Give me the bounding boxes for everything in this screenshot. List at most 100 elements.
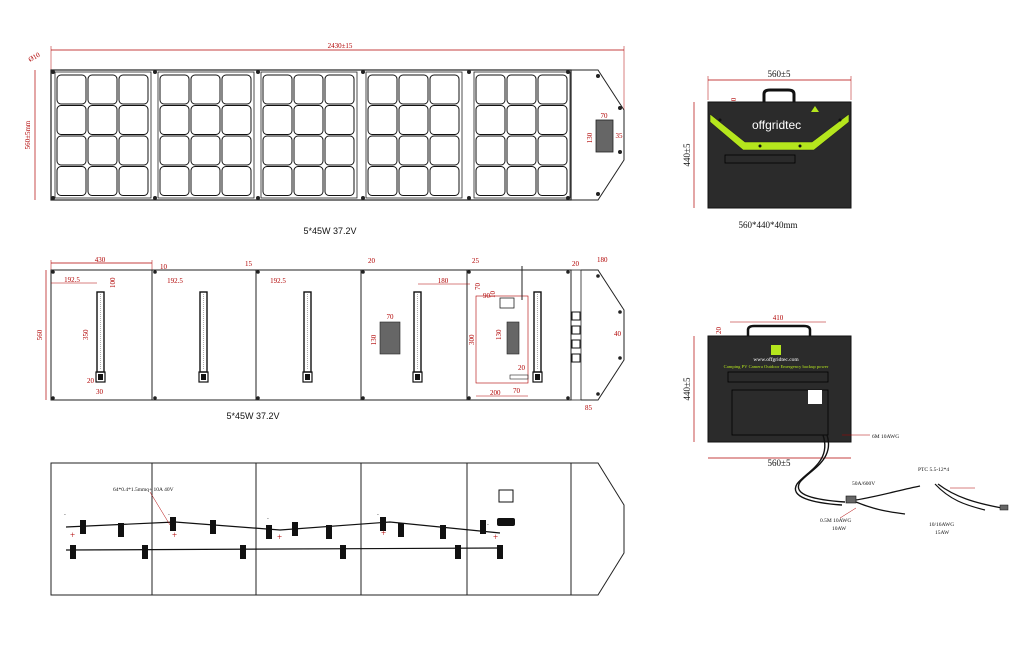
pocket-w-dim: 70 bbox=[387, 313, 395, 321]
overall-height-dim: 560±5mm bbox=[24, 120, 32, 149]
diode-block bbox=[455, 545, 461, 559]
solar-cell bbox=[118, 135, 149, 166]
solar-cell bbox=[475, 135, 506, 166]
strap-buckle bbox=[302, 371, 313, 383]
solar-cell bbox=[537, 74, 568, 105]
back-grommet bbox=[467, 270, 471, 274]
plus-mark: + bbox=[172, 530, 177, 540]
diode-block bbox=[80, 520, 86, 534]
solar-cell bbox=[190, 135, 221, 166]
gap-dim-1: 10 bbox=[160, 263, 168, 271]
hinge-buckle bbox=[571, 353, 581, 363]
solar-module bbox=[54, 71, 152, 199]
solar-cell bbox=[87, 74, 118, 105]
buckle-h-dim: 20 bbox=[87, 377, 95, 385]
solar-cell bbox=[118, 166, 149, 196]
wiring-dividers bbox=[151, 463, 468, 595]
cable-clip bbox=[509, 374, 529, 380]
solar-cell bbox=[475, 166, 506, 196]
solar-cell bbox=[190, 74, 221, 105]
solar-cell bbox=[537, 135, 568, 166]
adapter-length-label: 15AW bbox=[935, 530, 950, 536]
solar-cell bbox=[293, 135, 324, 166]
wire-spec-label: 64*0.4*1.5mmq+ 10A 40V bbox=[113, 487, 174, 493]
solar-cell bbox=[190, 166, 221, 196]
bag-size-caption: 560*440*40mm bbox=[738, 220, 797, 230]
solar-cell bbox=[475, 105, 506, 135]
buckle-clip bbox=[98, 374, 103, 380]
strap-offset-dim-3: 192.5 bbox=[270, 277, 286, 285]
mc4-connector bbox=[845, 495, 857, 504]
solar-cell bbox=[506, 166, 537, 196]
bag-back-slogan: Camping PV Camera Outdoor Emergency back… bbox=[724, 364, 829, 369]
bypass-diodes bbox=[70, 517, 503, 559]
bag-back-logo bbox=[771, 345, 781, 355]
minus-mark: - bbox=[168, 512, 170, 518]
diode-block bbox=[480, 520, 486, 534]
grommet bbox=[618, 150, 622, 154]
grommet bbox=[596, 192, 600, 196]
solar-cell bbox=[159, 135, 190, 166]
solar-cell bbox=[506, 74, 537, 105]
solar-cell bbox=[367, 105, 398, 135]
back-grommet bbox=[361, 270, 365, 274]
solar-cell bbox=[56, 166, 87, 196]
back-grommet bbox=[618, 310, 622, 314]
hinge-buckle bbox=[571, 339, 581, 349]
main-cable bbox=[797, 434, 846, 503]
solar-cell bbox=[398, 105, 429, 135]
flap-bottom-dim: 85 bbox=[585, 404, 593, 412]
strap-buckle bbox=[532, 371, 543, 383]
solar-cell bbox=[221, 135, 252, 166]
mid-h-dim: 130 bbox=[495, 329, 503, 340]
plus-mark: + bbox=[381, 528, 386, 538]
wiring-view: -----+++++ 64*0.4*1.5mmq+ 10A 40V bbox=[50, 462, 625, 596]
bag-back-width-dim: 560±5 bbox=[768, 458, 791, 468]
bag-back-label-patch bbox=[808, 390, 822, 404]
solar-module bbox=[157, 71, 255, 199]
back-grommet bbox=[618, 356, 622, 360]
hole-dim: Ø10 bbox=[27, 51, 42, 64]
strap-len-dim: 350 bbox=[82, 329, 90, 340]
grommet bbox=[566, 70, 570, 74]
panel-dividers bbox=[151, 270, 468, 400]
grommet bbox=[256, 70, 260, 74]
output-connector bbox=[497, 518, 515, 526]
grommet bbox=[566, 196, 570, 200]
bag-back-strap bbox=[727, 371, 829, 383]
box-w-dim: 200 bbox=[490, 389, 501, 397]
back-grommet bbox=[256, 270, 260, 274]
bottom-return-wire bbox=[65, 547, 501, 551]
solar-cell bbox=[262, 105, 293, 135]
adapter-label: PTC 5.5-12*4 bbox=[918, 467, 949, 473]
bag-handle bbox=[762, 88, 796, 102]
solar-module bbox=[365, 71, 463, 199]
controller-w-dim: 180 bbox=[438, 277, 449, 285]
panel-outline bbox=[50, 69, 572, 201]
back-grommet bbox=[51, 270, 55, 274]
hinge-buckles bbox=[571, 311, 581, 363]
solar-cell bbox=[293, 74, 324, 105]
diode-block bbox=[210, 520, 216, 534]
diode-block bbox=[497, 545, 503, 559]
bag-front-height-dim: 440±5 bbox=[682, 143, 692, 166]
connector-rating-label: 50A/600V bbox=[852, 481, 875, 487]
plus-mark: + bbox=[70, 530, 75, 540]
solar-cell bbox=[475, 74, 506, 105]
diode-block bbox=[340, 545, 346, 559]
gap-dim-5: 20 bbox=[572, 260, 580, 268]
gap-dim-2: 15 bbox=[245, 260, 253, 268]
solar-cell bbox=[367, 74, 398, 105]
solar-cell bbox=[159, 166, 190, 196]
strap-top-dim: 100 bbox=[109, 277, 117, 288]
grommet bbox=[153, 196, 157, 200]
wiring-panel-outline bbox=[50, 462, 572, 596]
solar-cell bbox=[293, 105, 324, 135]
bag-back-height-dim: 440±5 bbox=[682, 377, 692, 400]
grommet bbox=[467, 196, 471, 200]
diode-block bbox=[266, 525, 272, 539]
solar-cell bbox=[87, 105, 118, 135]
panel-width-dim: 430 bbox=[95, 256, 106, 264]
bag-zip-pocket bbox=[724, 154, 796, 164]
solar-cell bbox=[398, 166, 429, 196]
